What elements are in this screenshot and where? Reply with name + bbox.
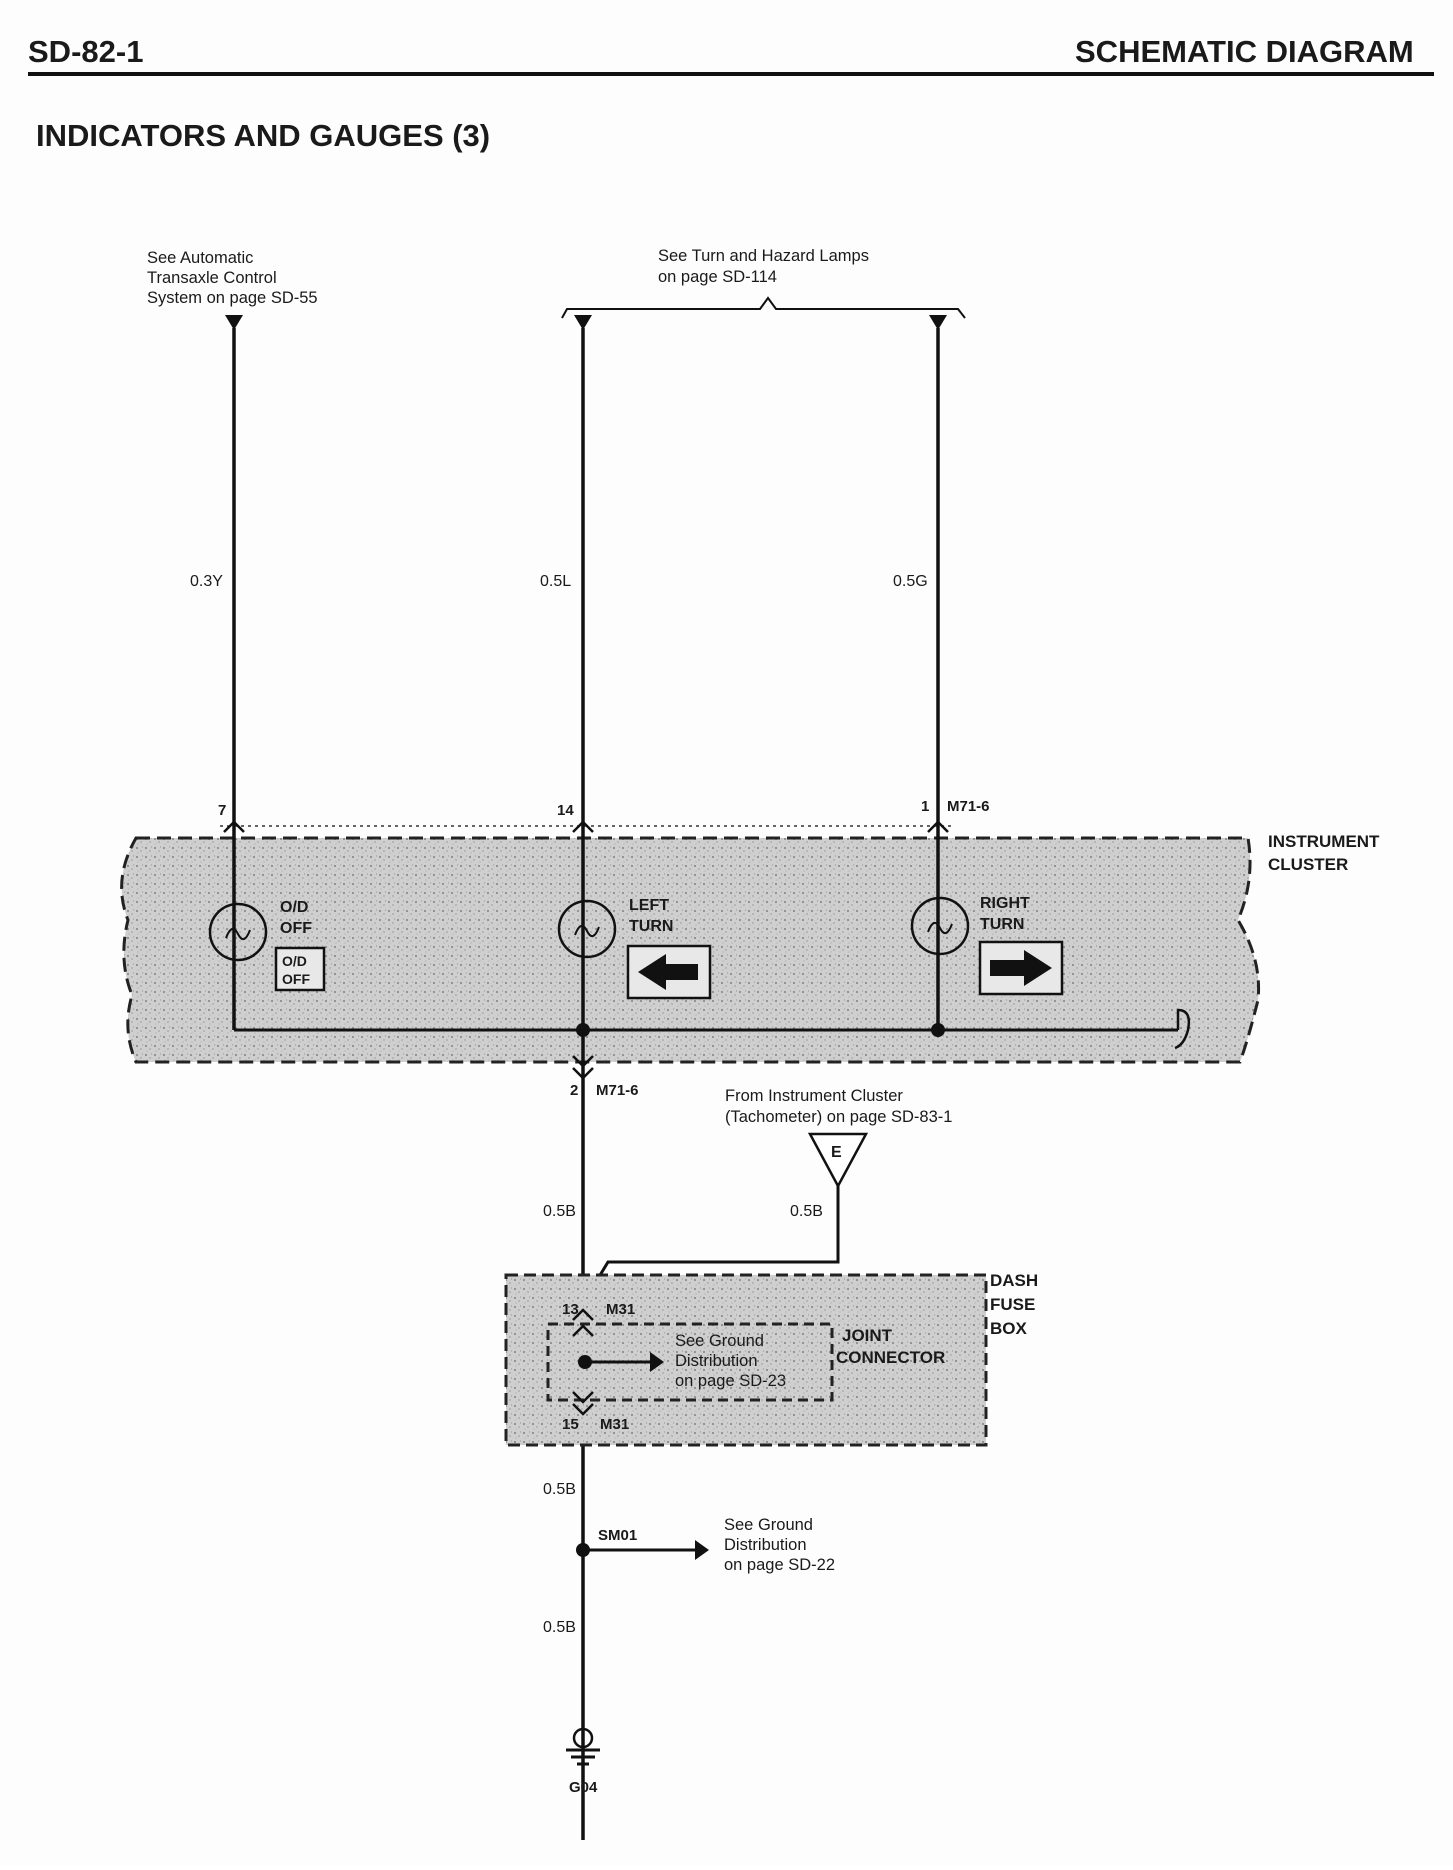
svg-text:LEFT: LEFT: [629, 897, 669, 914]
joint-ground-arrow: [650, 1352, 664, 1372]
wire-label-right: 0.5G: [893, 573, 928, 590]
ref-ground-sd22: See Ground Distribution on page SD-22: [724, 1516, 835, 1574]
sm01-ground-arrow: [695, 1540, 709, 1560]
svg-text:RIGHT: RIGHT: [980, 895, 1030, 912]
instrument-cluster-label: INSTRUMENT CLUSTER: [1268, 832, 1380, 874]
right-turn-lamp-icon: [910, 896, 970, 956]
wire-label-ground-lower: 0.5B: [543, 1619, 576, 1636]
svg-text:TURN: TURN: [980, 916, 1024, 933]
dash-fuse-box-label: DASH FUSE BOX: [990, 1271, 1038, 1338]
wire-label-ground-mid: 0.5B: [543, 1481, 576, 1498]
svg-text:See Turn and Hazard Lamps: See Turn and Hazard Lamps: [658, 247, 869, 265]
pin-cluster-ground-connector: M71-6: [596, 1082, 639, 1099]
left-wire-arrow: [574, 315, 592, 330]
svg-text:Distribution: Distribution: [724, 1536, 807, 1554]
fuse-in-chevron: [572, 1308, 594, 1321]
splice-sm01-label: SM01: [598, 1527, 637, 1544]
svg-text:E: E: [831, 1144, 842, 1161]
left-turn-label: LEFT TURN: [629, 897, 673, 935]
svg-text:See Ground: See Ground: [675, 1332, 764, 1350]
pin-cluster-ground: 2: [570, 1082, 578, 1099]
svg-text:Transaxle Control: Transaxle Control: [147, 269, 277, 287]
od-wire-arrow: [225, 315, 243, 330]
fuse-in-chevron-2: [572, 1324, 594, 1337]
pin-fuse-out-connector: M31: [600, 1416, 629, 1433]
splice-left: [576, 1023, 590, 1037]
svg-text:on page SD-114: on page SD-114: [658, 268, 777, 286]
fuse-out-chevron: [572, 1391, 594, 1404]
svg-text:INSTRUMENT: INSTRUMENT: [1268, 832, 1380, 851]
ref-ground-sd23: See Ground Distribution on page SD-23: [675, 1332, 786, 1390]
svg-text:CONNECTOR: CONNECTOR: [836, 1348, 945, 1367]
pin-chevron-left: [572, 820, 594, 833]
pin-chevron-od: [223, 820, 245, 833]
fuse-out-chevron-2: [572, 1403, 594, 1416]
pin-chevron-right: [927, 820, 949, 833]
wire-label-ground-upper: 0.5B: [543, 1203, 576, 1220]
right-turn-label: RIGHT TURN: [980, 895, 1030, 933]
svg-text:O/D: O/D: [282, 953, 307, 969]
bus-continuation: [1174, 1008, 1191, 1050]
right-arrow-icon: [978, 940, 1064, 996]
svg-text:O/D: O/D: [280, 899, 308, 916]
svg-text:Distribution: Distribution: [675, 1352, 758, 1370]
svg-text:JOINT: JOINT: [842, 1326, 893, 1345]
svg-text:FUSE: FUSE: [990, 1295, 1035, 1314]
ground-icon: [566, 1727, 600, 1766]
pin-fuse-in-connector: M31: [606, 1301, 635, 1318]
left-arrow-icon: [626, 944, 712, 1000]
turn-brace: [561, 296, 966, 319]
svg-text:CLUSTER: CLUSTER: [1268, 855, 1348, 874]
svg-text:OFF: OFF: [280, 920, 312, 937]
joint-connector-box: [546, 1322, 834, 1402]
ref-turn-hazard: See Turn and Hazard Lamps on page SD-114: [658, 247, 869, 286]
svg-text:OFF: OFF: [282, 971, 310, 987]
pin-od: 7: [218, 802, 226, 819]
pin-fuse-in: 13: [562, 1301, 579, 1318]
splice-right: [931, 1023, 945, 1037]
ground-point-label: G04: [569, 1779, 598, 1796]
svg-text:System on page SD-55: System on page SD-55: [147, 289, 318, 307]
pin-right: 1: [921, 798, 929, 815]
svg-text:See Automatic: See Automatic: [147, 249, 253, 267]
svg-text:From Instrument Cluster: From Instrument Cluster: [725, 1087, 903, 1105]
svg-text:DASH: DASH: [990, 1271, 1038, 1290]
svg-text:on page SD-23: on page SD-23: [675, 1372, 786, 1390]
section-title: SCHEMATIC DIAGRAM: [1075, 34, 1414, 69]
left-turn-lamp-icon: [557, 899, 617, 959]
cluster-ground-chevron: [572, 1055, 594, 1068]
svg-text:(Tachometer) on page SD-83-1: (Tachometer) on page SD-83-1: [725, 1108, 952, 1126]
pin-fuse-out: 15: [562, 1416, 579, 1433]
cluster-ground-chevron-2: [572, 1067, 594, 1080]
wire-label-left: 0.5L: [540, 573, 571, 590]
ref-automatic-transaxle: See Automatic Transaxle Control System o…: [147, 249, 318, 307]
wire-label-od: 0.3Y: [190, 573, 223, 590]
svg-text:on page SD-22: on page SD-22: [724, 1556, 835, 1574]
pin-left: 14: [557, 802, 574, 819]
ref-from-cluster: From Instrument Cluster (Tachometer) on …: [725, 1087, 952, 1126]
od-off-symbol: O/D OFF: [274, 946, 326, 992]
od-off-lamp-icon: [208, 902, 268, 962]
page-title: INDICATORS AND GAUGES (3): [36, 118, 490, 153]
joint-connector-label: JOINT CONNECTOR: [836, 1326, 945, 1367]
pin-right-connector: M71-6: [947, 798, 990, 815]
page-code: SD-82-1: [28, 34, 143, 69]
wire-label-tach: 0.5B: [790, 1203, 823, 1220]
svg-text:BOX: BOX: [990, 1319, 1028, 1338]
connector-e-icon: E: [807, 1132, 869, 1189]
svg-text:See Ground: See Ground: [724, 1516, 813, 1534]
right-wire-arrow: [929, 315, 947, 330]
od-off-label: O/D OFF: [280, 899, 312, 937]
svg-text:TURN: TURN: [629, 918, 673, 935]
